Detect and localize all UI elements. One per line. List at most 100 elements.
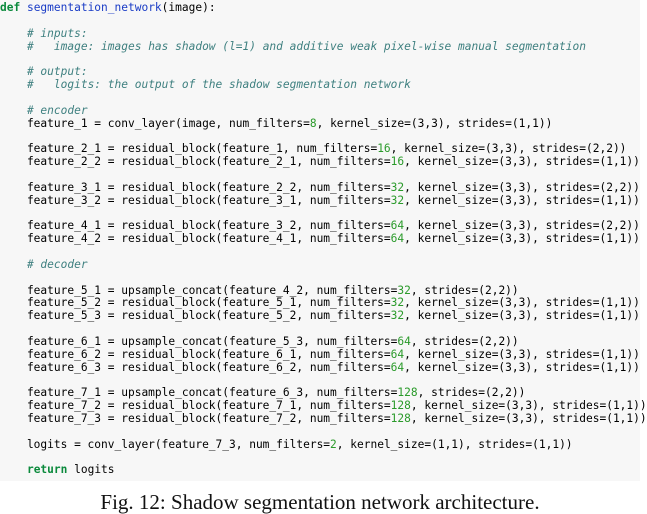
code-line: feature_3_2 = residual_block(feature_3_1… — [0, 193, 647, 208]
code-token: 16 — [377, 142, 391, 156]
code-token: , kernel_size=(3,3), strides=(1,1)) — [404, 309, 640, 323]
code-token: 32 — [390, 180, 405, 194]
code-token: 64 — [390, 360, 405, 374]
code-line: feature_7_2 = residual_block(feature_7_1… — [0, 399, 647, 413]
code-token: feature_5_3 = residual_block(feature_5_2… — [0, 309, 391, 323]
code-token: 32 — [390, 296, 405, 310]
code-token: # encoder — [26, 103, 88, 117]
code-token: 8 — [309, 116, 317, 130]
code-token: 16 — [390, 155, 405, 169]
code-line: # decoder — [0, 257, 647, 272]
code-line — [0, 15, 647, 28]
code-token: feature_4_2 = residual_block(feature_4_1… — [0, 232, 391, 246]
code-line — [0, 53, 647, 66]
code-line: # image: images has shadow (l=1) and add… — [0, 39, 647, 54]
code-token: feature_6_1 = upsample_concat(feature_5_… — [0, 334, 398, 348]
code-token: logits — [67, 463, 115, 477]
code-token: 64 — [390, 219, 405, 233]
code-token: , kernel_size=(3,3), strides=(2,2)) — [390, 142, 627, 156]
code-token: , kernel_size=(3,3), strides=(1,1)) — [404, 232, 640, 246]
code-token: feature_7_1 = upsample_concat(feature_6_… — [0, 386, 398, 400]
code-token: , kernel_size=(3,3), strides=(1,1)) — [404, 296, 640, 310]
code-line: feature_5_2 = residual_block(feature_5_1… — [0, 296, 647, 310]
code-token: # image: images has shadow (l=1) and add… — [26, 39, 586, 53]
code-token: 2 — [330, 437, 337, 451]
code-token: feature_2_1 = residual_block(feature_1, … — [0, 142, 378, 156]
code-line: feature_1 = conv_layer(image, num_filter… — [0, 116, 647, 131]
code-line: feature_4_2 = residual_block(feature_4_1… — [0, 232, 647, 246]
code-token: 64 — [390, 347, 405, 361]
code-line: feature_2_1 = residual_block(feature_1, … — [0, 142, 647, 156]
code-token: , kernel_size=(3,3), strides=(1,1)) — [410, 412, 647, 425]
code-token: return — [26, 463, 68, 477]
code-token: def — [0, 1, 27, 14]
code-token: , strides=(2,2)) — [417, 386, 526, 400]
code-token: 32 — [390, 309, 405, 323]
code-line: feature_3_1 = residual_block(feature_2_2… — [0, 180, 647, 195]
code-token: , kernel_size=(3,3), strides=(2,2)) — [404, 180, 640, 194]
code-line: feature_5_1 = upsample_concat(feature_4_… — [0, 283, 647, 298]
code-token: # logits: the output of the shadow segme… — [26, 78, 411, 92]
code-token: feature_5_2 = residual_block(feature_5_1… — [0, 296, 391, 310]
code-token — [0, 65, 27, 78]
code-listing: def segmentation_network(image): # input… — [0, 1, 647, 477]
code-token: feature_7_3 = residual_block(feature_7_2… — [0, 412, 391, 425]
code-line: return logits — [0, 463, 647, 477]
code-token: (image): — [161, 1, 216, 14]
code-token: feature_2_2 = residual_block(feature_2_1… — [0, 155, 391, 169]
code-line: # inputs: — [0, 26, 647, 41]
code-token: feature_1 = conv_layer(image, num_filter… — [0, 116, 310, 130]
code-token: , kernel_size=(3,3), strides=(1,1)) — [404, 347, 640, 361]
code-token: feature_5_1 = upsample_concat(feature_4_… — [0, 283, 398, 297]
code-token: , kernel_size=(1,1), strides=(1,1)) — [336, 437, 573, 451]
code-token: , kernel_size=(3,3), strides=(1,1)) — [404, 360, 640, 374]
code-line: # logits: the output of the shadow segme… — [0, 78, 647, 92]
code-token: feature_4_1 = residual_block(feature_3_2… — [0, 219, 391, 233]
code-line — [0, 92, 647, 105]
code-token: 128 — [397, 386, 418, 400]
code-token: # output: — [26, 65, 88, 79]
code-token: , strides=(2,2)) — [410, 283, 519, 297]
code-token: , kernel_size=(3,3), strides=(1,1)) — [404, 155, 640, 169]
code-token: , kernel_size=(3,3), strides=(2,2)) — [404, 219, 640, 233]
code-token: 32 — [390, 193, 405, 207]
figure-caption: Fig. 12: Shadow segmentation network arc… — [100, 490, 540, 514]
code-token: , strides=(2,2)) — [410, 334, 519, 348]
code-token: feature_3_1 = residual_block(feature_2_2… — [0, 180, 391, 194]
code-line: feature_6_2 = residual_block(feature_6_1… — [0, 347, 647, 362]
code-token: # inputs: — [26, 26, 88, 40]
code-line: logits = conv_layer(feature_7_3, num_fil… — [0, 437, 647, 452]
code-line: feature_5_3 = residual_block(feature_5_2… — [0, 309, 647, 323]
code-line: feature_6_1 = upsample_concat(feature_5_… — [0, 334, 647, 349]
code-line: feature_6_3 = residual_block(feature_6_2… — [0, 360, 647, 375]
code-line: def segmentation_network(image): — [0, 1, 647, 15]
code-token: 128 — [390, 412, 411, 425]
code-token: , kernel_size=(3,3), strides=(1,1)) — [404, 193, 640, 207]
code-token — [0, 104, 27, 117]
code-token: segmentation_network — [26, 1, 162, 14]
code-block: def segmentation_network(image): # input… — [0, 1, 647, 477]
code-line: feature_7_3 = residual_block(feature_7_2… — [0, 412, 647, 426]
code-line — [0, 246, 647, 259]
code-token: 32 — [397, 283, 411, 297]
code-line: feature_2_2 = residual_block(feature_2_1… — [0, 155, 647, 169]
code-token — [0, 463, 27, 476]
code-token: 64 — [390, 232, 405, 246]
code-token: , kernel_size=(3,3), strides=(1,1)) — [316, 116, 553, 130]
code-token — [0, 40, 27, 53]
code-line: # encoder — [0, 103, 647, 118]
code-token — [0, 258, 27, 271]
code-token: feature_6_2 = residual_block(feature_6_1… — [0, 347, 391, 361]
code-token — [0, 78, 27, 91]
code-line: # output: — [0, 65, 647, 79]
code-token — [0, 27, 27, 40]
code-token: # decoder — [26, 257, 88, 271]
code-token: 128 — [390, 399, 411, 413]
code-token: feature_6_3 = residual_block(feature_6_2… — [0, 360, 391, 374]
code-token: 64 — [397, 334, 411, 348]
code-token: feature_7_2 = residual_block(feature_7_1… — [0, 399, 391, 413]
code-line: feature_7_1 = upsample_concat(feature_6_… — [0, 386, 647, 400]
code-line: feature_4_1 = residual_block(feature_3_2… — [0, 219, 647, 233]
code-token: logits = conv_layer(feature_7_3, num_fil… — [0, 437, 331, 451]
code-token: feature_3_2 = residual_block(feature_3_1… — [0, 193, 391, 207]
